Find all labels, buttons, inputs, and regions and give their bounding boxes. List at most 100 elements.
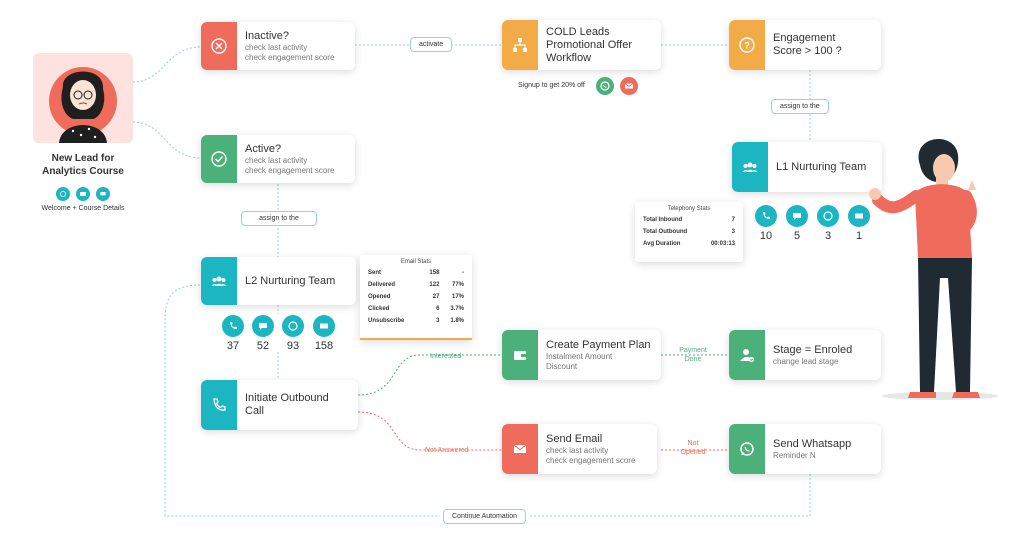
row-label: Unsubscribe: [368, 318, 405, 324]
email-stats-accent-bar: [360, 338, 472, 340]
not-answered-label: Not Answered: [425, 447, 469, 454]
inactive-sub1: check last activity: [245, 42, 308, 52]
l1-nurturing-node[interactable]: L1 Nurturing Team: [732, 142, 882, 192]
table-row: Delivered 122 77%: [366, 279, 466, 291]
lead-whatsapp-icon[interactable]: [56, 187, 70, 201]
l2-whatsapp-icon[interactable]: [282, 315, 304, 337]
l1-email-icon[interactable]: [848, 205, 870, 227]
continue-automation-pill[interactable]: Continue Automation: [443, 509, 526, 524]
row-pct: 77%: [451, 282, 464, 288]
offer-email-icon[interactable]: [620, 77, 638, 95]
row-count: 3: [436, 318, 440, 324]
not-opened-label: Not Opened: [676, 439, 710, 457]
engagement-node[interactable]: ? Engagement Score > 100 ?: [729, 20, 881, 70]
send-whatsapp-node[interactable]: Send Whatsapp Reminder N: [729, 424, 881, 474]
email-stats-table: Sent 158 - Delivered 122 77% Opened 27 17% Cli…: [366, 267, 466, 327]
l2-nurturing-node[interactable]: L2 Nurturing Team: [201, 257, 356, 305]
wallet-icon: [514, 351, 526, 360]
lead-title: New Lead for Analytics Course: [28, 152, 138, 178]
check-circle-icon: [211, 151, 227, 167]
payment-done-line1: Payment: [679, 347, 707, 354]
l2-title: L2 Nurturing Team: [245, 274, 336, 287]
row-count: 27: [432, 294, 440, 300]
lead-title-line1: New Lead for: [51, 153, 115, 164]
presenter-illustration: [869, 138, 998, 400]
engagement-icon-block: ?: [729, 20, 765, 70]
user-check-icon: [740, 349, 755, 363]
row-count: 158: [429, 270, 440, 276]
l2-chat-icon[interactable]: [252, 315, 274, 337]
l1-chat-icon[interactable]: [786, 205, 808, 227]
offer-whatsapp-icon[interactable]: [596, 77, 614, 95]
phone-call-icon: [213, 398, 226, 411]
l1-title: L1 Nurturing Team: [776, 160, 867, 173]
l2-email-icon[interactable]: [313, 315, 335, 337]
lead-email-icon[interactable]: [76, 187, 90, 201]
row-count: 122: [429, 282, 440, 288]
cold-leads-line1: COLD Leads: [546, 25, 610, 38]
row-label: Total Outbound: [643, 229, 688, 235]
l1-icon-block: [732, 142, 768, 192]
assign-l1-pill[interactable]: assign to the: [771, 99, 829, 114]
table-row: Sent 158 -: [366, 267, 466, 279]
l2-call-icon[interactable]: [222, 315, 244, 337]
active-sub2: check engagement score: [245, 165, 335, 175]
active-sub1: check last activity: [245, 155, 308, 165]
lead-chat-icon[interactable]: [96, 187, 110, 201]
activate-pill[interactable]: activate: [410, 37, 453, 52]
l1-whatsapp-count: 3: [824, 230, 832, 242]
l2-email-count: 158: [314, 340, 334, 352]
close-circle-icon: [211, 38, 227, 54]
assign-l2-pill[interactable]: assign to the: [241, 211, 317, 226]
lead-avatar: [49, 67, 117, 143]
outbound-icon-block: [201, 380, 237, 430]
whatsapp-icon: [740, 442, 754, 456]
send-email-node[interactable]: Send Email check last activity check eng…: [502, 424, 657, 474]
l1-email-count: 1: [855, 230, 863, 242]
stage-title: Stage = Enroled: [773, 343, 853, 356]
row-count: 6: [436, 306, 440, 312]
l1-call-count: 10: [759, 230, 773, 242]
payment-plan-node[interactable]: Create Payment Plan Instalment Amount Di…: [502, 330, 661, 380]
interested-label: Interested: [430, 353, 462, 360]
outbound-title: Initiate Outbound Call: [245, 392, 329, 417]
l2-chat-count: 52: [256, 340, 270, 352]
l1-chat-count: 5: [793, 230, 801, 242]
send-email-sub1: check last activity: [546, 445, 609, 455]
payment-done-line2: Done: [684, 356, 702, 363]
row-pct: 17%: [451, 294, 464, 300]
payment-title: Create Payment Plan: [546, 338, 651, 351]
outbound-call-node[interactable]: Initiate Outbound Call: [201, 380, 358, 430]
stage-enroled-node[interactable]: Stage = Enroled change lead stage: [729, 330, 881, 380]
inactive-node[interactable]: Inactive? check last activity check enga…: [201, 22, 355, 70]
stage-sub1: change lead stage: [773, 356, 839, 366]
cold-leads-node[interactable]: COLD Leads Promotional Offer Workflow: [502, 20, 661, 70]
lead-title-line2: Analytics Course: [42, 166, 124, 177]
stage-icon-block: [729, 330, 765, 380]
row-label: Sent: [368, 270, 382, 276]
row-label: Opened: [368, 294, 391, 300]
row-label: Delivered: [368, 282, 396, 288]
engagement-line1: Engagement: [773, 32, 836, 44]
row-label: Avg Duration: [643, 241, 681, 247]
workflow-icon: [513, 38, 527, 52]
cold-leads-icon-block: [502, 20, 538, 70]
cold-leads-line2: Promotional Offer: [546, 38, 633, 51]
l2-whatsapp-count: 93: [286, 340, 300, 352]
active-node[interactable]: Active? check last activity check engage…: [201, 135, 355, 183]
inactive-sub2: check engagement score: [245, 52, 335, 62]
l2-call-count: 37: [226, 340, 240, 352]
table-row: Opened 27 17%: [366, 291, 466, 303]
row-pct: -: [462, 270, 464, 276]
l1-call-icon[interactable]: [755, 205, 777, 227]
send-email-icon-block: [502, 424, 538, 474]
cold-leads-line3: Workflow: [546, 51, 592, 64]
send-whatsapp-title: Send Whatsapp: [773, 437, 852, 450]
l1-whatsapp-icon[interactable]: [817, 205, 839, 227]
active-icon-block: [201, 135, 237, 183]
payment-done-label: Payment Done: [674, 346, 712, 364]
